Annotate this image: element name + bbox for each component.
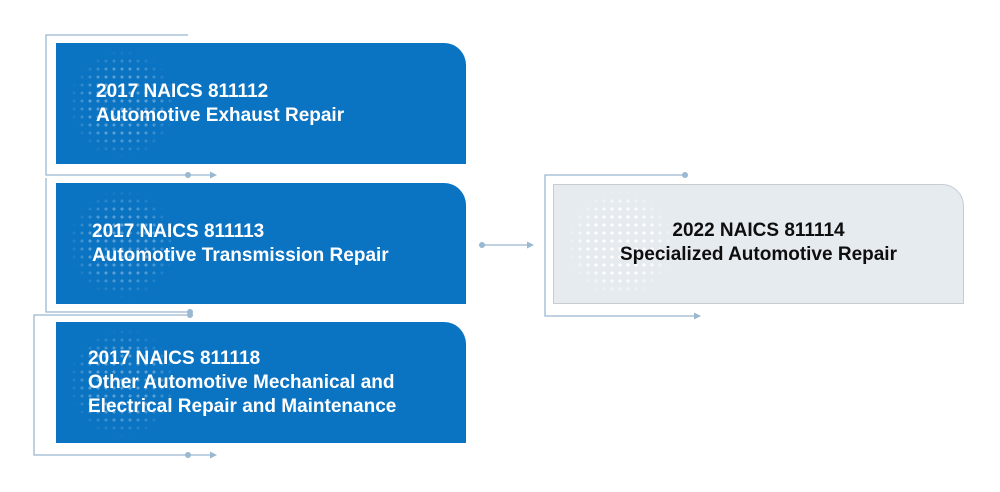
- naics-title: Specialized Automotive Repair: [620, 244, 897, 265]
- target-frame-line: [544, 174, 698, 317]
- arrow-head-icon: [210, 451, 217, 459]
- connector-dot: [187, 312, 193, 318]
- arrow-head-icon: [527, 241, 534, 249]
- naics-code: 2017 NAICS 811112: [96, 81, 269, 102]
- source-label: 2017 NAICS 811113 Automotive Transmissio…: [92, 220, 456, 268]
- dot-pattern: [70, 189, 175, 299]
- naics-title: Automotive Exhaust Repair: [96, 105, 345, 126]
- naics-code: 2022 NAICS 811114: [672, 220, 845, 241]
- naics-code: 2017 NAICS 811113: [92, 221, 265, 242]
- dot-pattern: [70, 328, 175, 438]
- source-box-811118: 2017 NAICS 811118 Other Automotive Mecha…: [56, 322, 466, 443]
- source-label: 2017 NAICS 811112 Automotive Exhaust Rep…: [96, 80, 456, 128]
- connector-dot: [682, 172, 688, 178]
- naics-title-line-2: Electrical Repair and Maintenance: [88, 396, 397, 417]
- connector-dot: [185, 172, 191, 178]
- box1-frame-line: [45, 34, 215, 176]
- box3-frame-line: [33, 314, 215, 456]
- source-box-811113: 2017 NAICS 811113 Automotive Transmissio…: [56, 183, 466, 304]
- naics-code: 2017 NAICS 811118: [88, 348, 261, 369]
- target-label: 2022 NAICS 811114 Specialized Automotive…: [554, 219, 963, 267]
- arrow-head-icon: [210, 171, 217, 179]
- source-label: 2017 NAICS 811118 Other Automotive Mecha…: [88, 347, 456, 419]
- connector-dot: [479, 242, 485, 248]
- target-box-811114: 2022 NAICS 811114 Specialized Automotive…: [553, 184, 964, 304]
- naics-title: Automotive Transmission Repair: [92, 245, 389, 266]
- arrow-head-icon: [694, 312, 701, 320]
- source-box-811112: 2017 NAICS 811112 Automotive Exhaust Rep…: [56, 43, 466, 164]
- connector-dot: [185, 452, 191, 458]
- dot-pattern: [70, 49, 175, 159]
- box2-frame-line: [45, 178, 190, 313]
- dot-pattern: [568, 189, 673, 299]
- naics-title-line-1: Other Automotive Mechanical and: [88, 372, 395, 393]
